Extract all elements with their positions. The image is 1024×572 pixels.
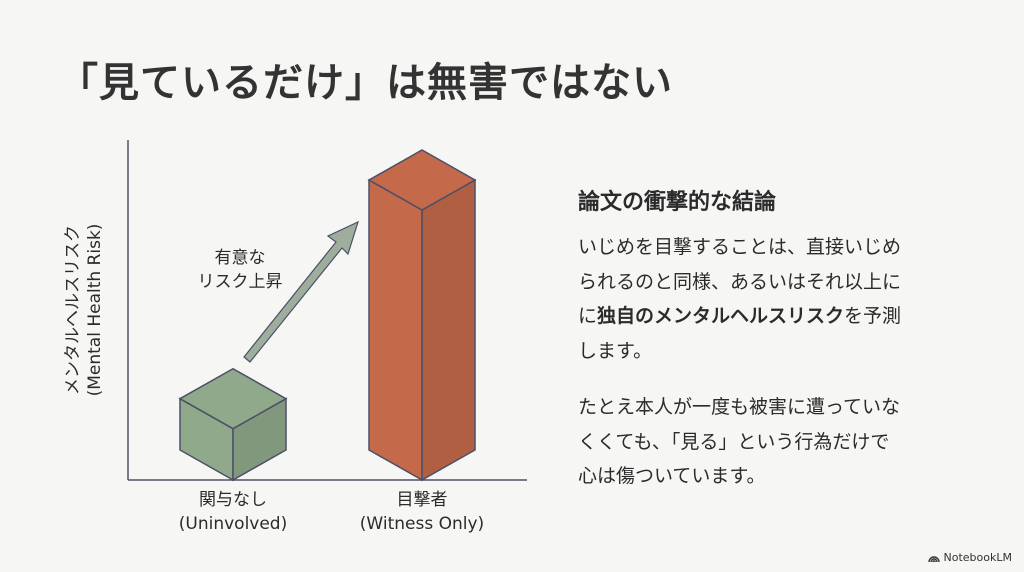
y-axis-label-en: (Mental Health Risk) [85,223,105,397]
text-line: たとえ本人が一度も被害に遭っていな [578,396,901,418]
category-label-uninvolved: 関与なし (Uninvolved) [179,488,287,536]
conclusion-paragraph-2: たとえ本人が一度も被害に遭っていな くくても、「見る」という行為だけで 心は傷つ… [578,390,900,494]
bar-top-face [367,149,477,211]
bar-top-face [178,367,288,430]
brand-label: NotebookLM [943,551,1012,564]
text-line: いじめを目撃することは、直接いじめ [578,236,902,258]
category-label-ja: 関与なし [198,490,267,510]
text: を予測 [844,305,902,327]
notebooklm-brand: NotebookLM [927,551,1012,564]
emphasis-text: 独自のメンタルヘルスリスク [597,305,845,327]
text-line: に独自のメンタルヘルスリスクを予測 [578,299,901,334]
category-label-ja: 目撃者 [396,490,448,510]
conclusion-heading: 論文の衝撃的な結論 [578,190,777,215]
category-label-witness: 目撃者 (Witness Only) [360,488,484,536]
annotation-line1: 有意な [214,248,266,268]
bar-right-face [421,178,476,482]
y-axis-label: メンタルヘルスリスク (Mental Health Risk) [62,224,106,397]
conclusion-paragraph-1: いじめを目撃することは、直接いじめ られるのと同様、あるいはそれ以上に に独自の… [578,230,901,368]
text-line: 心は傷ついています。 [578,465,766,487]
text-line: くくても、「見る」という行為だけで [578,430,890,453]
notebooklm-logo-icon [927,555,940,562]
text-line: します。 [578,339,653,362]
category-label-en: (Witness Only) [359,514,485,534]
page-title: 「見ているだけ」は無害ではない [58,60,673,106]
category-label-en: (Uninvolved) [178,514,288,534]
rising-arrow-icon [243,220,359,363]
bar-left-face [368,178,423,482]
annotation-label: 有意な リスク上昇 [198,246,283,294]
text: に [578,305,598,327]
bar-chart [127,140,527,482]
y-axis-label-ja: メンタルヘルスリスク [63,225,83,395]
annotation-line2: リスク上昇 [197,272,283,292]
text-line: られるのと同様、あるいはそれ以上に [578,270,902,293]
